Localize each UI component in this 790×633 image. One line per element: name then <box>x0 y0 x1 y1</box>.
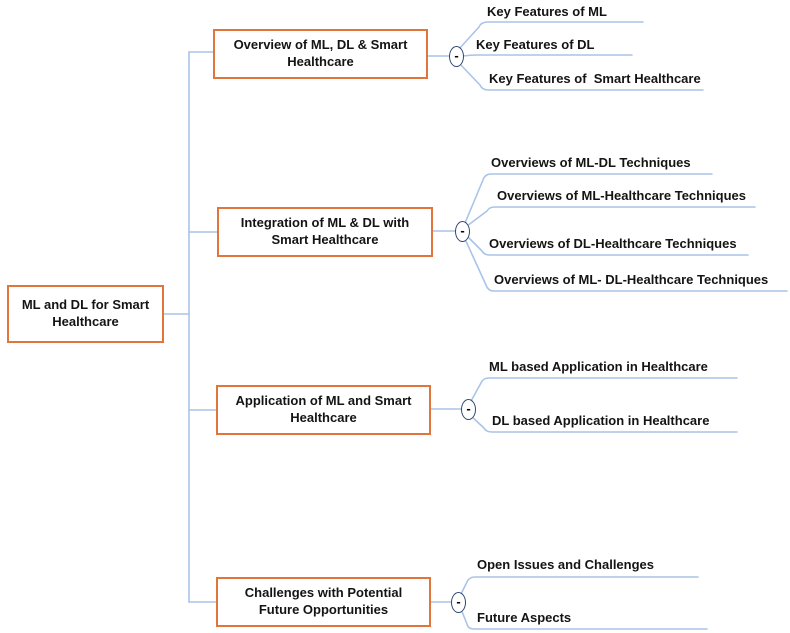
leaf-topic[interactable]: Overviews of DL-Healthcare Techniques <box>489 236 737 251</box>
leaf-topic[interactable]: Open Issues and Challenges <box>477 557 654 572</box>
leaf-topic[interactable]: Key Features of DL <box>476 37 595 52</box>
leaf-line <box>470 377 738 402</box>
trunk-connectors <box>162 51 218 603</box>
branch-node-label: Overview of ML, DL & Smart Healthcare <box>233 37 408 69</box>
minus-icon: - <box>454 48 459 63</box>
leaf-topic[interactable]: DL based Application in Healthcare <box>492 413 710 428</box>
collapse-toggle-branch-1[interactable]: - <box>449 46 464 67</box>
leaf-line <box>464 173 713 224</box>
leaf-line <box>466 235 749 256</box>
leaf-line <box>460 576 699 595</box>
branch-node-label: Integration of ML & DL with Smart Health… <box>240 215 410 247</box>
leaf-topic[interactable]: Overviews of ML-Healthcare Techniques <box>497 188 746 203</box>
branch-node-overview[interactable]: Overview of ML, DL & Smart Healthcare <box>213 29 428 79</box>
leaf-topic[interactable]: Future Aspects <box>477 610 572 625</box>
leaf-topic[interactable]: Overviews of ML-DL Techniques <box>491 155 691 170</box>
branch-2-leaf-connectors <box>464 173 788 292</box>
leaf-line <box>460 608 708 630</box>
branch-node-integration[interactable]: Integration of ML & DL with Smart Health… <box>217 207 433 257</box>
leaf-line <box>462 54 633 57</box>
branch-4-leaf-connectors <box>460 576 708 630</box>
minus-icon: - <box>456 594 461 609</box>
leaf-topic[interactable]: Overviews of ML- DL-Healthcare Technique… <box>494 272 769 287</box>
leaf-line <box>458 21 644 50</box>
branch-to-toggle-connectors <box>427 55 462 603</box>
minus-icon: - <box>460 223 465 238</box>
collapse-toggle-branch-2[interactable]: - <box>455 221 470 242</box>
collapse-toggle-branch-3[interactable]: - <box>461 399 476 420</box>
root-node-label: ML and DL for Smart Healthcare <box>21 297 150 329</box>
leaf-line <box>466 206 756 227</box>
branch-node-label: Application of ML and Smart Healthcare <box>235 393 412 425</box>
leaf-line <box>464 238 788 292</box>
collapse-toggle-branch-4[interactable]: - <box>451 592 466 613</box>
branch-node-label: Challenges with Potential Future Opportu… <box>244 585 403 617</box>
branch-node-application[interactable]: Application of ML and Smart Healthcare <box>216 385 431 435</box>
leaf-line <box>470 415 738 433</box>
branch-3-leaf-connectors <box>470 377 738 433</box>
leaf-topic[interactable]: Key Features of ML <box>487 4 607 19</box>
leaf-topic[interactable]: Key Features of Smart Healthcare <box>489 71 701 86</box>
minus-icon: - <box>466 401 471 416</box>
leaf-topic[interactable]: ML based Application in Healthcare <box>489 359 708 374</box>
root-node[interactable]: ML and DL for Smart Healthcare <box>7 285 164 343</box>
leaf-line <box>458 62 704 91</box>
branch-node-challenges[interactable]: Challenges with Potential Future Opportu… <box>216 577 431 627</box>
branch-1-leaf-connectors <box>458 21 704 91</box>
